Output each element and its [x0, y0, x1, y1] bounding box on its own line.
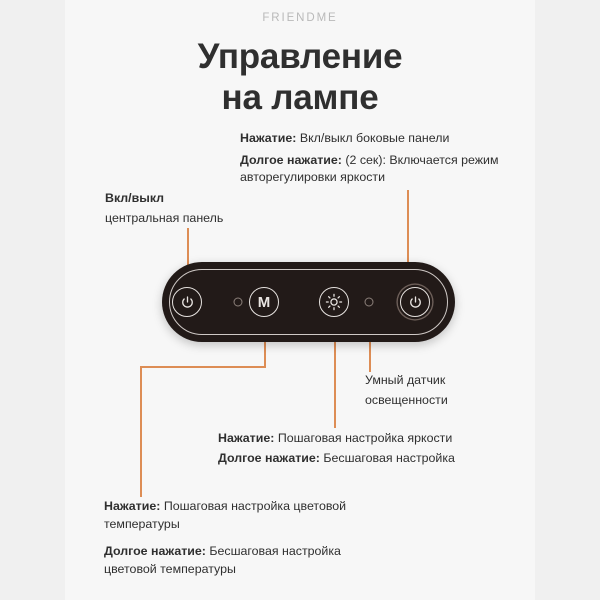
- brightness-ring: [319, 287, 349, 317]
- annotation-color-temperature-press: Нажатие: Пошаговая настройка цветовой те…: [104, 498, 384, 533]
- connector-side-panels: [407, 190, 409, 300]
- long-press-label: Долгое нажатие:: [218, 450, 320, 465]
- press-text: Пошаговая настройка цветовой температуры: [104, 499, 347, 531]
- brightness-button[interactable]: [319, 287, 349, 317]
- connector-brightness: [334, 304, 336, 428]
- annotation-central-panel-bold: Вкл/выкл: [105, 190, 305, 208]
- annotation-brightness: Нажатие: Пошаговая настройка яркости Дол…: [218, 430, 538, 467]
- power-left-button[interactable]: [172, 287, 202, 317]
- annotation-color-temperature-long-press: Долгое нажатие: Бесшаговая настройка цве…: [104, 543, 384, 578]
- power-right-ring: [400, 287, 430, 317]
- press-text: Вкл/выкл боковые панели: [296, 131, 450, 145]
- power-right-button[interactable]: [400, 287, 430, 317]
- lamp-control-bar: M: [162, 262, 455, 342]
- annotation-brightness-long-press: Долгое нажатие: Бесшаговая настройка: [218, 450, 538, 468]
- power-icon: [180, 295, 195, 310]
- mode-button[interactable]: M: [249, 287, 279, 317]
- light-sensor-line-2: освещенности: [365, 392, 448, 407]
- long-press-label: Долгое нажатие:: [104, 544, 206, 559]
- annotation-brightness-press: Нажатие: Пошаговая настройка яркости: [218, 430, 538, 448]
- light-sensor-dot-icon: [364, 297, 374, 307]
- power-left-ring: [172, 287, 202, 317]
- page-title-line-1: Управление: [197, 37, 403, 76]
- annotation-color-temperature: Нажатие: Пошаговая настройка цветовой те…: [104, 498, 384, 578]
- long-press-text: Бесшаговая настройка: [319, 450, 455, 465]
- dot-indicator-icon: [233, 297, 243, 307]
- page-title-line-2: на лампе: [221, 78, 379, 118]
- connector-color-temperature-elbow: [140, 366, 266, 368]
- connector-color-temperature-drop: [140, 366, 142, 497]
- control-bar-outline: [169, 269, 448, 335]
- annotation-side-panels-long-press: Долгое нажатие: (2 сек): Включается режи…: [240, 152, 540, 187]
- annotation-central-panel: Вкл/выкл центральная панель: [105, 190, 305, 227]
- light-sensor-line-1: Умный датчик: [365, 373, 446, 387]
- m-letter-icon: M: [257, 293, 271, 311]
- page-title: Управление на лампе: [0, 36, 600, 119]
- annotation-light-sensor: Умный датчик освещенности: [365, 372, 525, 409]
- press-label: Нажатие:: [104, 499, 161, 513]
- annotation-side-panels: Нажатие: Вкл/выкл боковые панели Долгое …: [240, 130, 540, 187]
- annotation-side-panels-press: Нажатие: Вкл/выкл боковые панели: [240, 130, 540, 148]
- press-text: Пошаговая настройка яркости: [274, 431, 453, 445]
- annotation-central-panel-normal: центральная панель: [105, 210, 224, 225]
- sun-icon: [325, 293, 343, 311]
- mode-ring: M: [249, 287, 279, 317]
- central-panel-bold-line: Вкл/выкл: [105, 191, 165, 205]
- long-press-text: (2 сек): Включается режим авторегулировк…: [240, 152, 499, 185]
- press-label: Нажатие:: [218, 431, 275, 445]
- power-icon: [408, 295, 423, 310]
- brand-name: FRIENDME: [262, 12, 338, 24]
- press-label: Нажатие:: [240, 131, 297, 145]
- long-press-label: Долгое нажатие:: [240, 152, 342, 167]
- long-press-text: Бесшаговая настройка цветовой температур…: [104, 544, 341, 576]
